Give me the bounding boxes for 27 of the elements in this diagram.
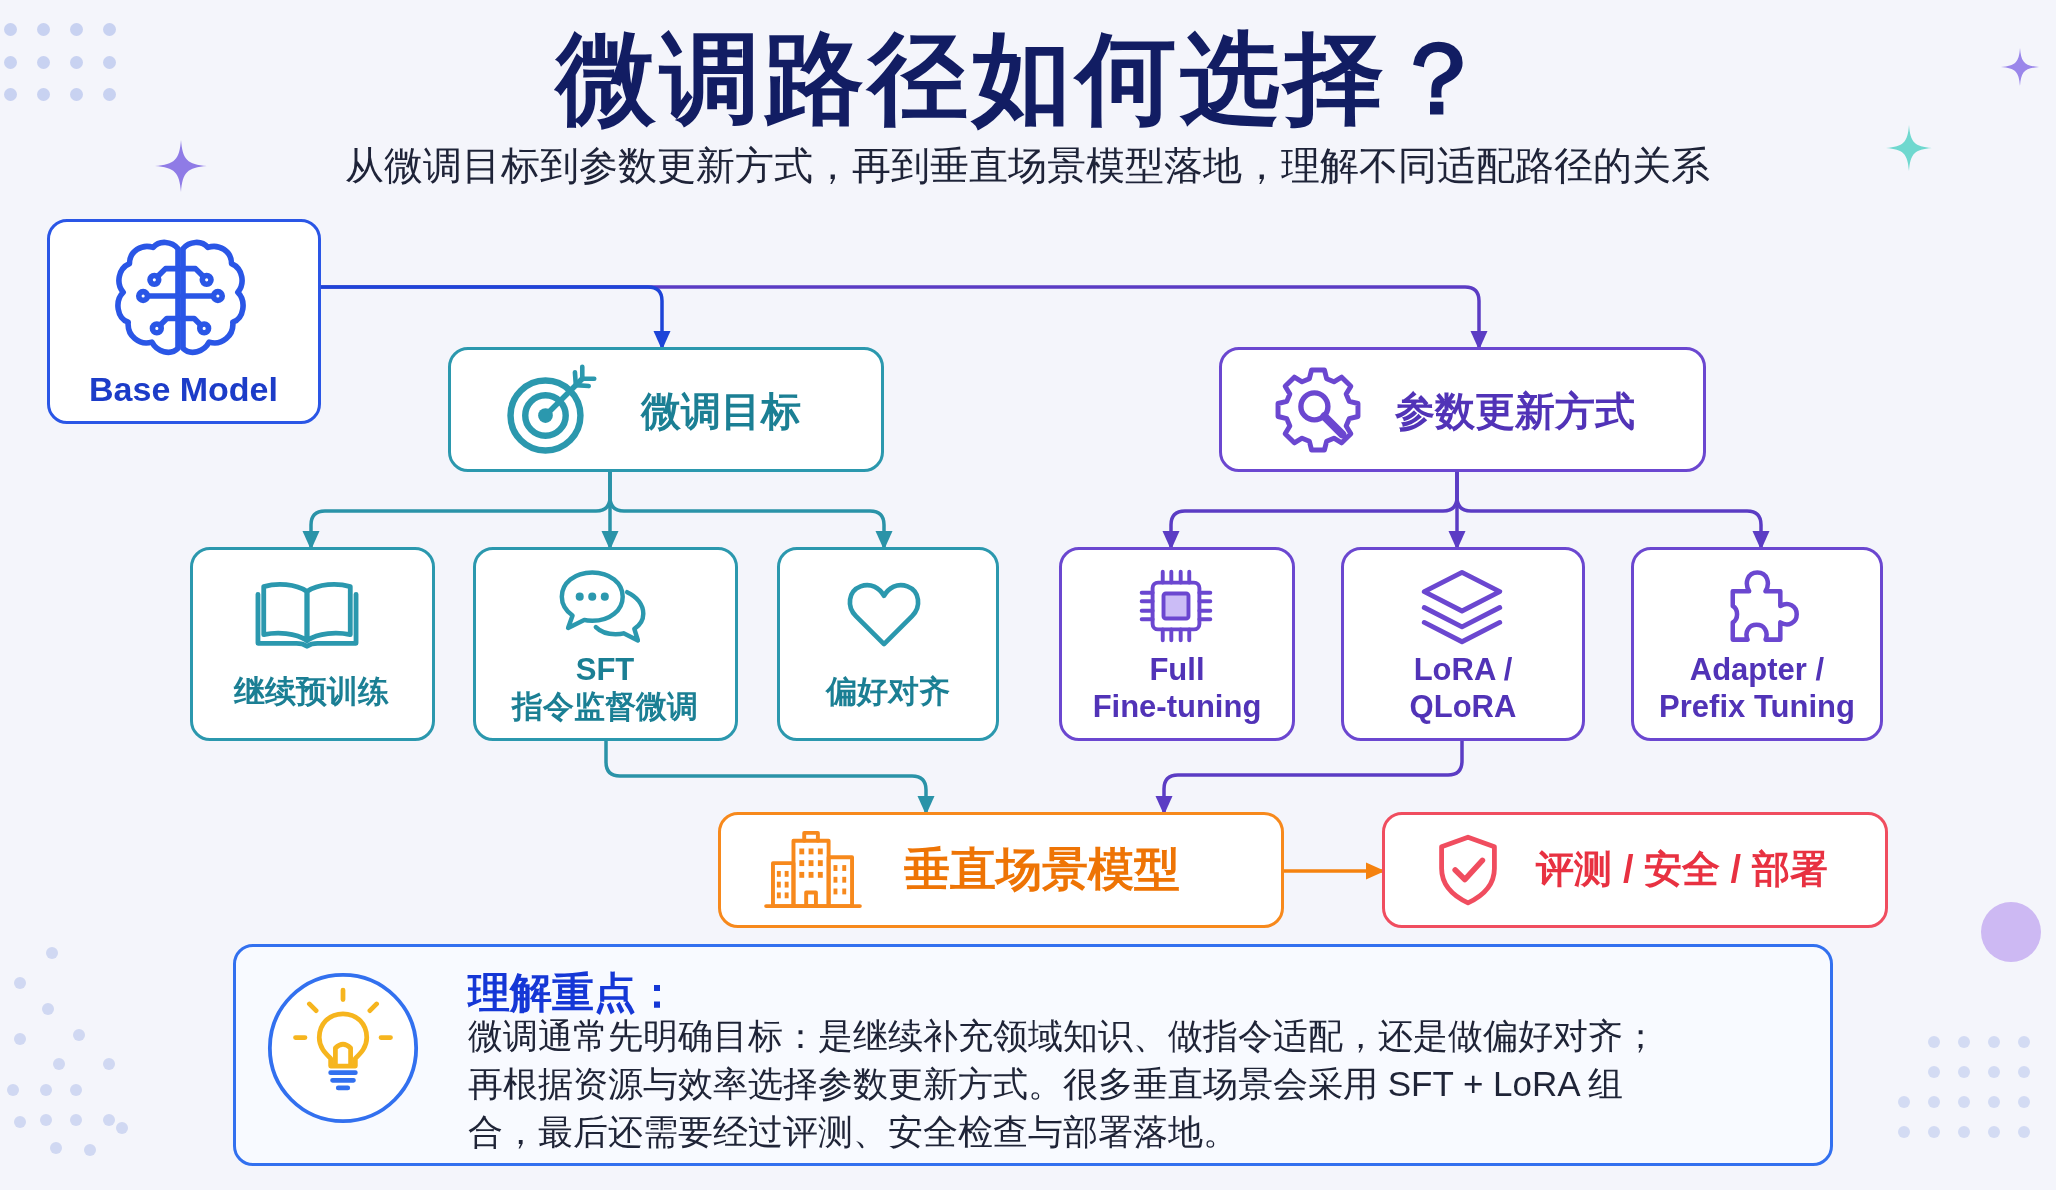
rounded-box: [1341, 547, 1585, 741]
panel-text: 微调通常先明确目标：是继续补充领域知识、做指令适配，还是做偏好对齐；再根据资源与效率选择参数更新方式。很多垂直场景会采用 SFT + LoRA 组合，最后还需要经过评测、安全检查与部署落地。: [468, 1015, 1659, 1153]
rounded-box: [1219, 347, 1706, 472]
rounded-box: [448, 347, 884, 472]
box-label: Base Model: [89, 368, 278, 409]
rounded-box: [47, 219, 321, 424]
rounded-box: [718, 812, 1284, 928]
box-label: LoRA / QLoRA: [1408, 650, 1518, 726]
title: 微调路径如何选择？: [556, 20, 1492, 136]
rounded-box: [1059, 547, 1295, 741]
box-label: SFT 指令监督微调: [510, 650, 699, 726]
box-label: 参数更新方式: [1395, 388, 1635, 435]
box-label: 垂直场景模型: [904, 842, 1180, 898]
rounded-box: [777, 547, 999, 741]
rounded-box: [190, 547, 435, 741]
rounded-box: [1631, 547, 1883, 741]
panel-heading: 理解重点：: [468, 968, 678, 1018]
box-label: Adapter / Prefix Tuning: [1658, 650, 1856, 726]
rounded-box: [1382, 812, 1888, 928]
box-label: 评测 / 安全 / 部署: [1536, 847, 1828, 893]
box-label: 微调目标: [641, 388, 801, 435]
box-label: 偏好对齐: [826, 673, 950, 711]
box-label: 继续预训练: [233, 673, 389, 711]
note-panel: [233, 944, 1833, 1166]
subtitle: 从微调目标到参数更新方式，再到垂直场景模型落地，理解不同适配路径的关系: [344, 142, 1710, 189]
box-label: Full Fine-tuning: [1091, 650, 1263, 726]
rounded-box: [473, 547, 738, 741]
